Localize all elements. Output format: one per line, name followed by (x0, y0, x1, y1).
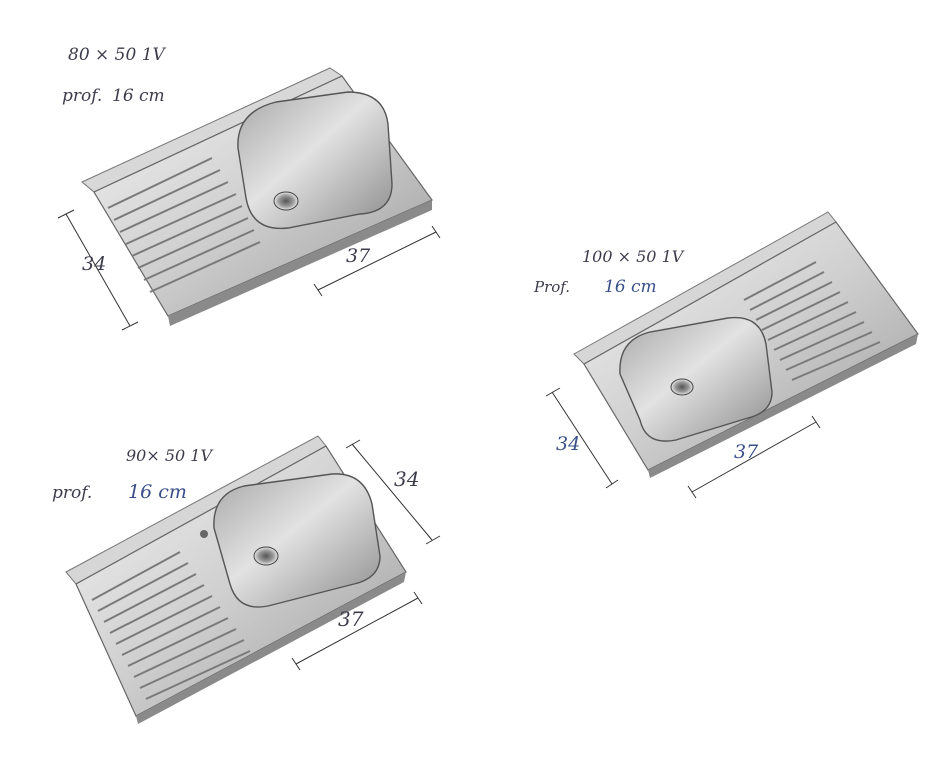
sink-90x50: 90× 50 1V prof. 16 cm (52, 435, 441, 724)
sink-2-dimension-lines (545, 387, 821, 499)
sink-2-body (573, 211, 919, 478)
sink-100x50: 100 × 50 1V Prof. 16 cm (533, 211, 919, 499)
sink-1-depth-value: 16 cm (112, 86, 165, 106)
sink-2-drain-icon (670, 378, 694, 396)
sink-80x50: 80 × 50 1V prof. 16 cm (57, 45, 441, 331)
sink-1-depth-label: prof. (62, 86, 102, 106)
sink-1-model-label: 80 × 50 1V (68, 45, 167, 65)
sink-2-depth-value: 16 cm (604, 277, 657, 297)
sink-3-bowl (213, 473, 381, 608)
sink-1-body (81, 67, 433, 326)
sink-1-bowl (237, 91, 393, 230)
sink-3-model-label: 90× 50 1V (126, 446, 213, 465)
sink-1-dimension-lines (57, 209, 441, 331)
sink-3-dimension-lines (291, 439, 441, 671)
sink-3-drain-icon (253, 546, 279, 566)
sink-2-drainboard-grooves (743, 261, 881, 381)
sink-2-bowl (619, 316, 773, 442)
sink-3-height-dimension: 34 (394, 467, 419, 491)
sink-2-depth-label: Prof. (533, 278, 570, 296)
sink-3-width-dimension: 37 (338, 607, 364, 631)
sink-1-height-dimension: 34 (82, 253, 106, 275)
sink-1-width-dimension: 37 (346, 245, 371, 267)
sink-1-drain-icon (273, 191, 299, 211)
sink-2-height-dimension: 34 (556, 433, 580, 455)
sink-2-model-label: 100 × 50 1V (582, 247, 685, 266)
sink-3-depth-label: prof. (52, 483, 92, 503)
sink-3-body (65, 435, 407, 724)
sink-3-faucet-hole (200, 530, 208, 538)
sink-3-depth-value: 16 cm (128, 481, 187, 503)
sink-3-drainboard-grooves (91, 551, 251, 700)
sink-2-width-dimension: 37 (734, 441, 759, 463)
sink-1-drainboard-grooves (107, 157, 261, 293)
